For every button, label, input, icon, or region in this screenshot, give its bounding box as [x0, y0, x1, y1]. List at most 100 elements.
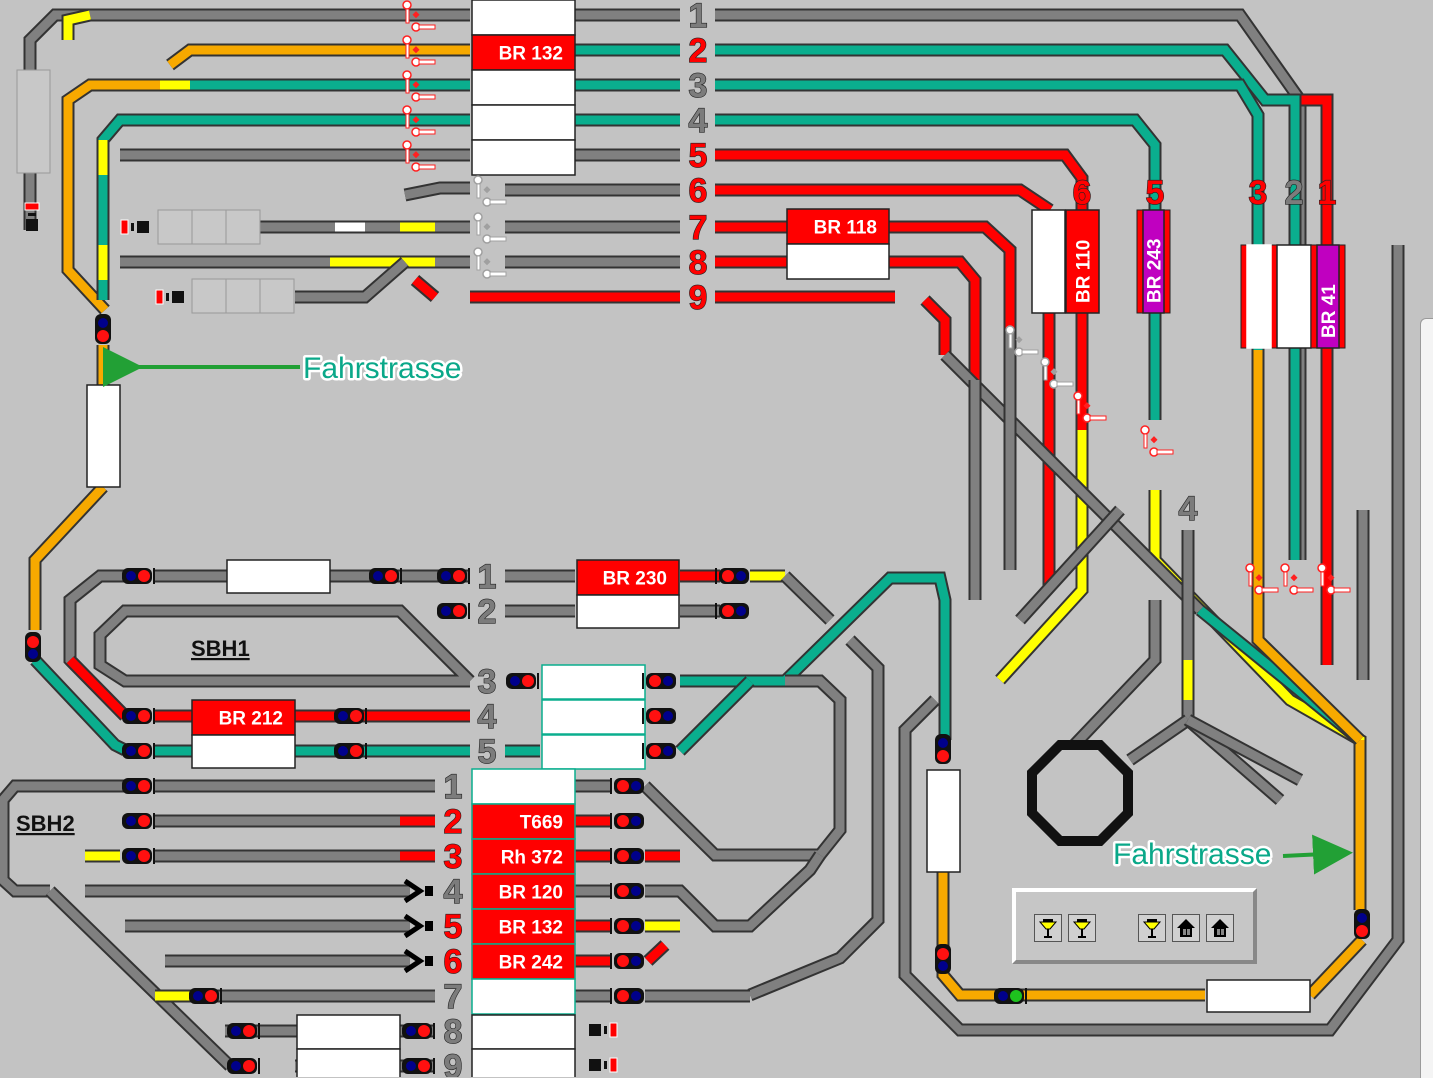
top-track-9-left[interactable] — [295, 258, 408, 302]
signal-loop-green[interactable] — [994, 988, 1027, 1004]
semaphore-v-7[interactable] — [1317, 563, 1351, 595]
lower-loop-bottom[interactable] — [938, 872, 1205, 1000]
sbh1-inner-loop[interactable] — [95, 606, 474, 686]
sbh1-signal-4[interactable] — [437, 603, 470, 619]
signal-loop-top[interactable] — [935, 734, 951, 764]
block-bottom-right[interactable] — [1206, 979, 1311, 1013]
sbh1-signal-1[interactable] — [122, 568, 155, 584]
house-button-1[interactable] — [1172, 914, 1200, 942]
house-button-2[interactable] — [1206, 914, 1234, 942]
top-track-4-left[interactable] — [98, 115, 470, 300]
sbh2-signal-4[interactable] — [189, 988, 222, 1004]
sbh2-exit-4-diag[interactable] — [645, 852, 824, 931]
signal-loop-left[interactable] — [935, 944, 951, 974]
turntable-feed-2[interactable] — [1127, 716, 1191, 764]
lamp-button-3[interactable] — [1138, 914, 1166, 942]
sbh2-exit-signal-5[interactable] — [610, 918, 644, 934]
sbh1-exit-signal-4[interactable] — [642, 708, 676, 724]
sbh2-exit-6[interactable] — [644, 941, 669, 965]
semaphore-top-8[interactable] — [473, 247, 507, 279]
sbh2-exit-signal-2[interactable] — [610, 813, 644, 829]
top-track-5-right[interactable] — [715, 150, 1087, 210]
sbh2-exit-signal-1[interactable] — [610, 778, 644, 794]
block-br118[interactable] — [786, 208, 890, 245]
sbh2-signal-1[interactable] — [122, 778, 155, 794]
sbh2-exit-signal-7[interactable] — [610, 988, 644, 1004]
top-track-6-right[interactable] — [715, 185, 1053, 214]
semaphore-top-5[interactable] — [402, 140, 436, 172]
sbh2-block-8a[interactable] — [296, 1014, 401, 1050]
block-br243[interactable] — [1142, 209, 1165, 314]
top-block-5[interactable] — [471, 139, 576, 176]
sbh1-right-block-3[interactable] — [541, 664, 646, 700]
sbh2-signal-6[interactable] — [227, 1058, 260, 1074]
sbh2-block-9b[interactable] — [471, 1048, 576, 1077]
semaphore-top-7[interactable] — [473, 212, 507, 244]
sbh1-signal-5[interactable] — [506, 673, 539, 689]
semaphore-top-2[interactable] — [402, 35, 436, 67]
semaphore-v-5[interactable] — [1245, 563, 1279, 595]
turntable-feed[interactable] — [1056, 600, 1160, 764]
signal-left-lower[interactable] — [25, 632, 41, 662]
sbh1-route-2[interactable] — [676, 677, 754, 755]
left-col-diag[interactable] — [30, 483, 107, 630]
diag-cross-2[interactable] — [1016, 506, 1124, 624]
sbh1-exit-signal-3[interactable] — [642, 673, 676, 689]
block-br41[interactable] — [1316, 244, 1340, 349]
sbh1-route[interactable] — [680, 573, 950, 740]
sbh2-exit-signal-4[interactable] — [610, 883, 644, 899]
sbh1-right-loop[interactable] — [715, 676, 845, 860]
left-col-route[interactable] — [31, 656, 128, 755]
sbh2-loop[interactable] — [0, 781, 125, 896]
sbh2-block-9a[interactable] — [296, 1048, 401, 1077]
semaphore-top-4[interactable] — [402, 105, 436, 137]
top-track-2-left[interactable] — [167, 45, 470, 69]
lamp-button-1[interactable] — [1034, 914, 1062, 942]
sbh1-signal-3[interactable] — [437, 568, 470, 584]
sbh2-signal-3[interactable] — [122, 848, 155, 864]
sbh1-signal-8[interactable] — [122, 743, 155, 759]
turntable[interactable] — [1027, 740, 1133, 846]
top-track-9-exit[interactable] — [921, 296, 950, 355]
sbh2-exit-signal-3[interactable] — [610, 848, 644, 864]
block-left-column[interactable] — [86, 384, 121, 488]
sbh1-exit-signal-1[interactable] — [715, 568, 749, 584]
siding-fan-2[interactable] — [1185, 716, 1303, 784]
top-track-6-left[interactable] — [404, 183, 470, 200]
sbh1-block-5[interactable] — [191, 734, 296, 769]
sbh1-block-2[interactable] — [576, 594, 680, 629]
block-br110[interactable] — [1065, 209, 1100, 314]
sbh1-right-block-5[interactable] — [541, 734, 646, 770]
sbh1-exit-signal-5[interactable] — [642, 743, 676, 759]
semaphore-top-1[interactable] — [402, 0, 436, 32]
sbh1-right-outer[interactable] — [748, 636, 883, 1000]
signal-loop-right[interactable] — [1354, 909, 1370, 939]
sbh1-exit-a[interactable] — [781, 572, 834, 624]
sbh2-block-3[interactable] — [471, 838, 576, 875]
top-track-1-curve[interactable] — [63, 10, 91, 40]
sbh1-exit-signal-2[interactable] — [715, 603, 749, 619]
block-250[interactable] — [1246, 244, 1272, 349]
sbh1-signal-7[interactable] — [334, 708, 367, 724]
semaphore-v-4[interactable] — [1140, 425, 1174, 457]
sbh2-signal-5[interactable] — [227, 1023, 260, 1039]
sbh2-signal-8[interactable] — [402, 1058, 435, 1074]
sbh1-block-left[interactable] — [226, 559, 331, 594]
top-block-3[interactable] — [471, 69, 576, 106]
sbh2-block-7[interactable] — [471, 978, 576, 1015]
lamp-button-2[interactable] — [1068, 914, 1096, 942]
sbh2-signal-2[interactable] — [122, 813, 155, 829]
sbh1-right-block-4[interactable] — [541, 699, 646, 735]
sbh1-block-br212[interactable] — [191, 699, 296, 736]
block-track2-right[interactable] — [1276, 244, 1312, 349]
block-track6-a[interactable] — [1031, 209, 1066, 314]
sbh2-ladder[interactable] — [46, 887, 234, 1070]
semaphore-top-6[interactable] — [473, 175, 507, 207]
sbh2-block-8b[interactable] — [471, 1014, 576, 1050]
signal-left-column[interactable] — [95, 314, 111, 344]
block-lower-loop[interactable] — [926, 769, 961, 873]
lower-loop-right[interactable] — [1306, 936, 1366, 999]
semaphore-top-3[interactable] — [402, 70, 436, 102]
top-block-2[interactable] — [471, 34, 576, 71]
sbh2-signal-7[interactable] — [402, 1023, 435, 1039]
